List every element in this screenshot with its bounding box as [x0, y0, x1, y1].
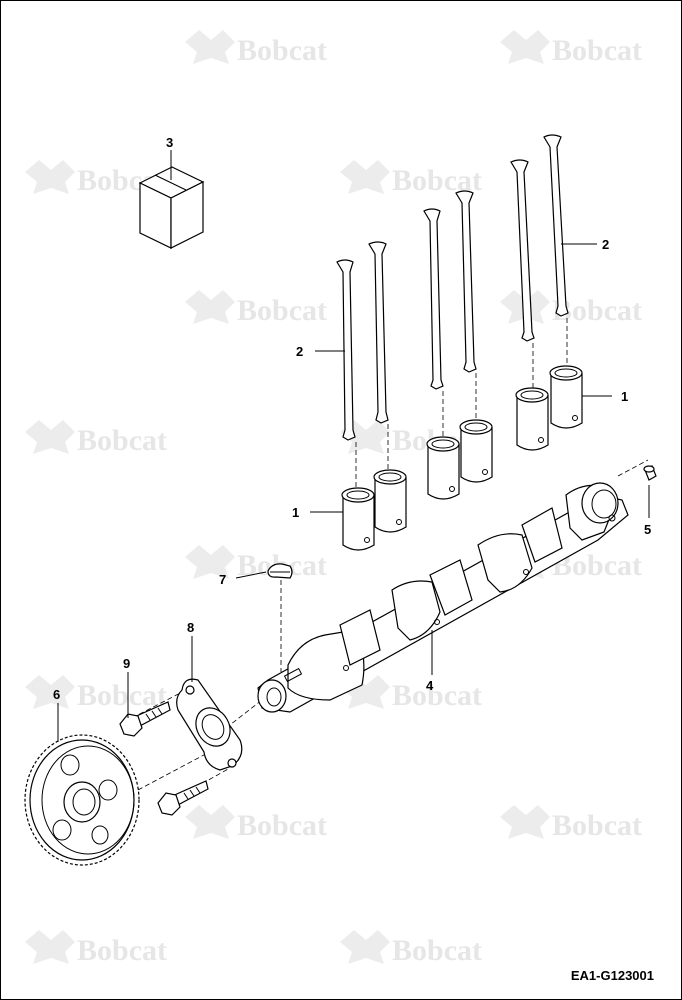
watermark-text: Bobcat [77, 934, 167, 967]
part-9-bolts [119, 701, 209, 816]
watermark-5: Bobcat [185, 290, 327, 327]
push-rod [336, 259, 356, 441]
watermark-12: Bobcat [340, 675, 482, 712]
bobcat-logo-icon [185, 30, 235, 64]
watermark-13: Bobcat [185, 805, 327, 842]
watermark-6: Bobcat [500, 290, 642, 327]
callout-8: 8 [187, 620, 194, 635]
callout-labels: 3 2 2 1 1 5 7 8 9 4 6 [53, 135, 651, 702]
part-4-camshaft [257, 482, 629, 713]
watermark-text: Bobcat [392, 934, 482, 967]
watermark-text: Bobcat [77, 424, 167, 457]
part-7-key [267, 563, 293, 579]
tappet [341, 487, 375, 551]
push-rod [543, 134, 569, 317]
bobcat-logo-icon [185, 805, 235, 839]
part-2-push-rods [336, 134, 569, 441]
bolt [119, 701, 171, 737]
callout-7: 7 [219, 572, 226, 587]
watermark-text: Bobcat [552, 809, 642, 842]
watermark-2: Bobcat [500, 30, 642, 67]
figure-reference-code: EA1-G123001 [570, 968, 654, 983]
leader-lines [57, 243, 650, 742]
bobcat-logo-icon [25, 160, 75, 194]
push-rod [368, 241, 389, 424]
watermark-16: Bobcat [340, 930, 482, 967]
watermark-11: Bobcat [25, 675, 167, 712]
part-6-gear [24, 734, 140, 866]
watermark-9: Bobcat [185, 545, 327, 582]
part-1-tappets [341, 365, 583, 551]
push-rod [510, 159, 535, 342]
tappet [515, 387, 549, 451]
bobcat-logo-icon [25, 930, 75, 964]
watermark-1: Bobcat [185, 30, 327, 67]
watermark-text: Bobcat [552, 34, 642, 67]
callout-2-left: 2 [296, 344, 303, 359]
watermark-text: Bobcat [237, 294, 327, 327]
callout-9: 9 [123, 656, 130, 671]
watermark-14: Bobcat [500, 805, 642, 842]
watermark-text: Bobcat [237, 809, 327, 842]
watermark-7: Bobcat [25, 420, 167, 457]
bobcat-logo-icon [500, 30, 550, 64]
watermark-text: Bobcat [392, 679, 482, 712]
part-5-plug [643, 465, 657, 481]
callout-6: 6 [53, 687, 60, 702]
watermark-15: Bobcat [25, 930, 167, 967]
callout-1-left: 1 [292, 505, 299, 520]
watermark-text: Bobcat [237, 34, 327, 67]
push-rod [455, 190, 477, 373]
callout-3: 3 [166, 135, 173, 150]
tappet [549, 365, 583, 429]
tappet [459, 419, 493, 483]
watermark-4: Bobcat [340, 160, 482, 197]
bobcat-logo-icon [340, 930, 390, 964]
bolt [157, 780, 209, 816]
bobcat-logo-icon [25, 675, 75, 709]
callout-4: 4 [426, 678, 434, 693]
callout-1-right: 1 [621, 389, 628, 404]
bobcat-logo-icon [25, 420, 75, 454]
bobcat-logo-icon [340, 160, 390, 194]
part-8-thrust-plate [176, 678, 243, 771]
tappet [373, 469, 407, 533]
part-3-block [138, 150, 205, 249]
callout-2-right: 2 [602, 237, 609, 252]
watermark-text: Bobcat [77, 679, 167, 712]
bobcat-logo-icon [500, 805, 550, 839]
bobcat-logo-icon [185, 290, 235, 324]
push-rod [423, 208, 444, 390]
bobcat-logo-icon [185, 545, 235, 579]
callout-5: 5 [644, 522, 651, 537]
tappet [426, 436, 460, 500]
